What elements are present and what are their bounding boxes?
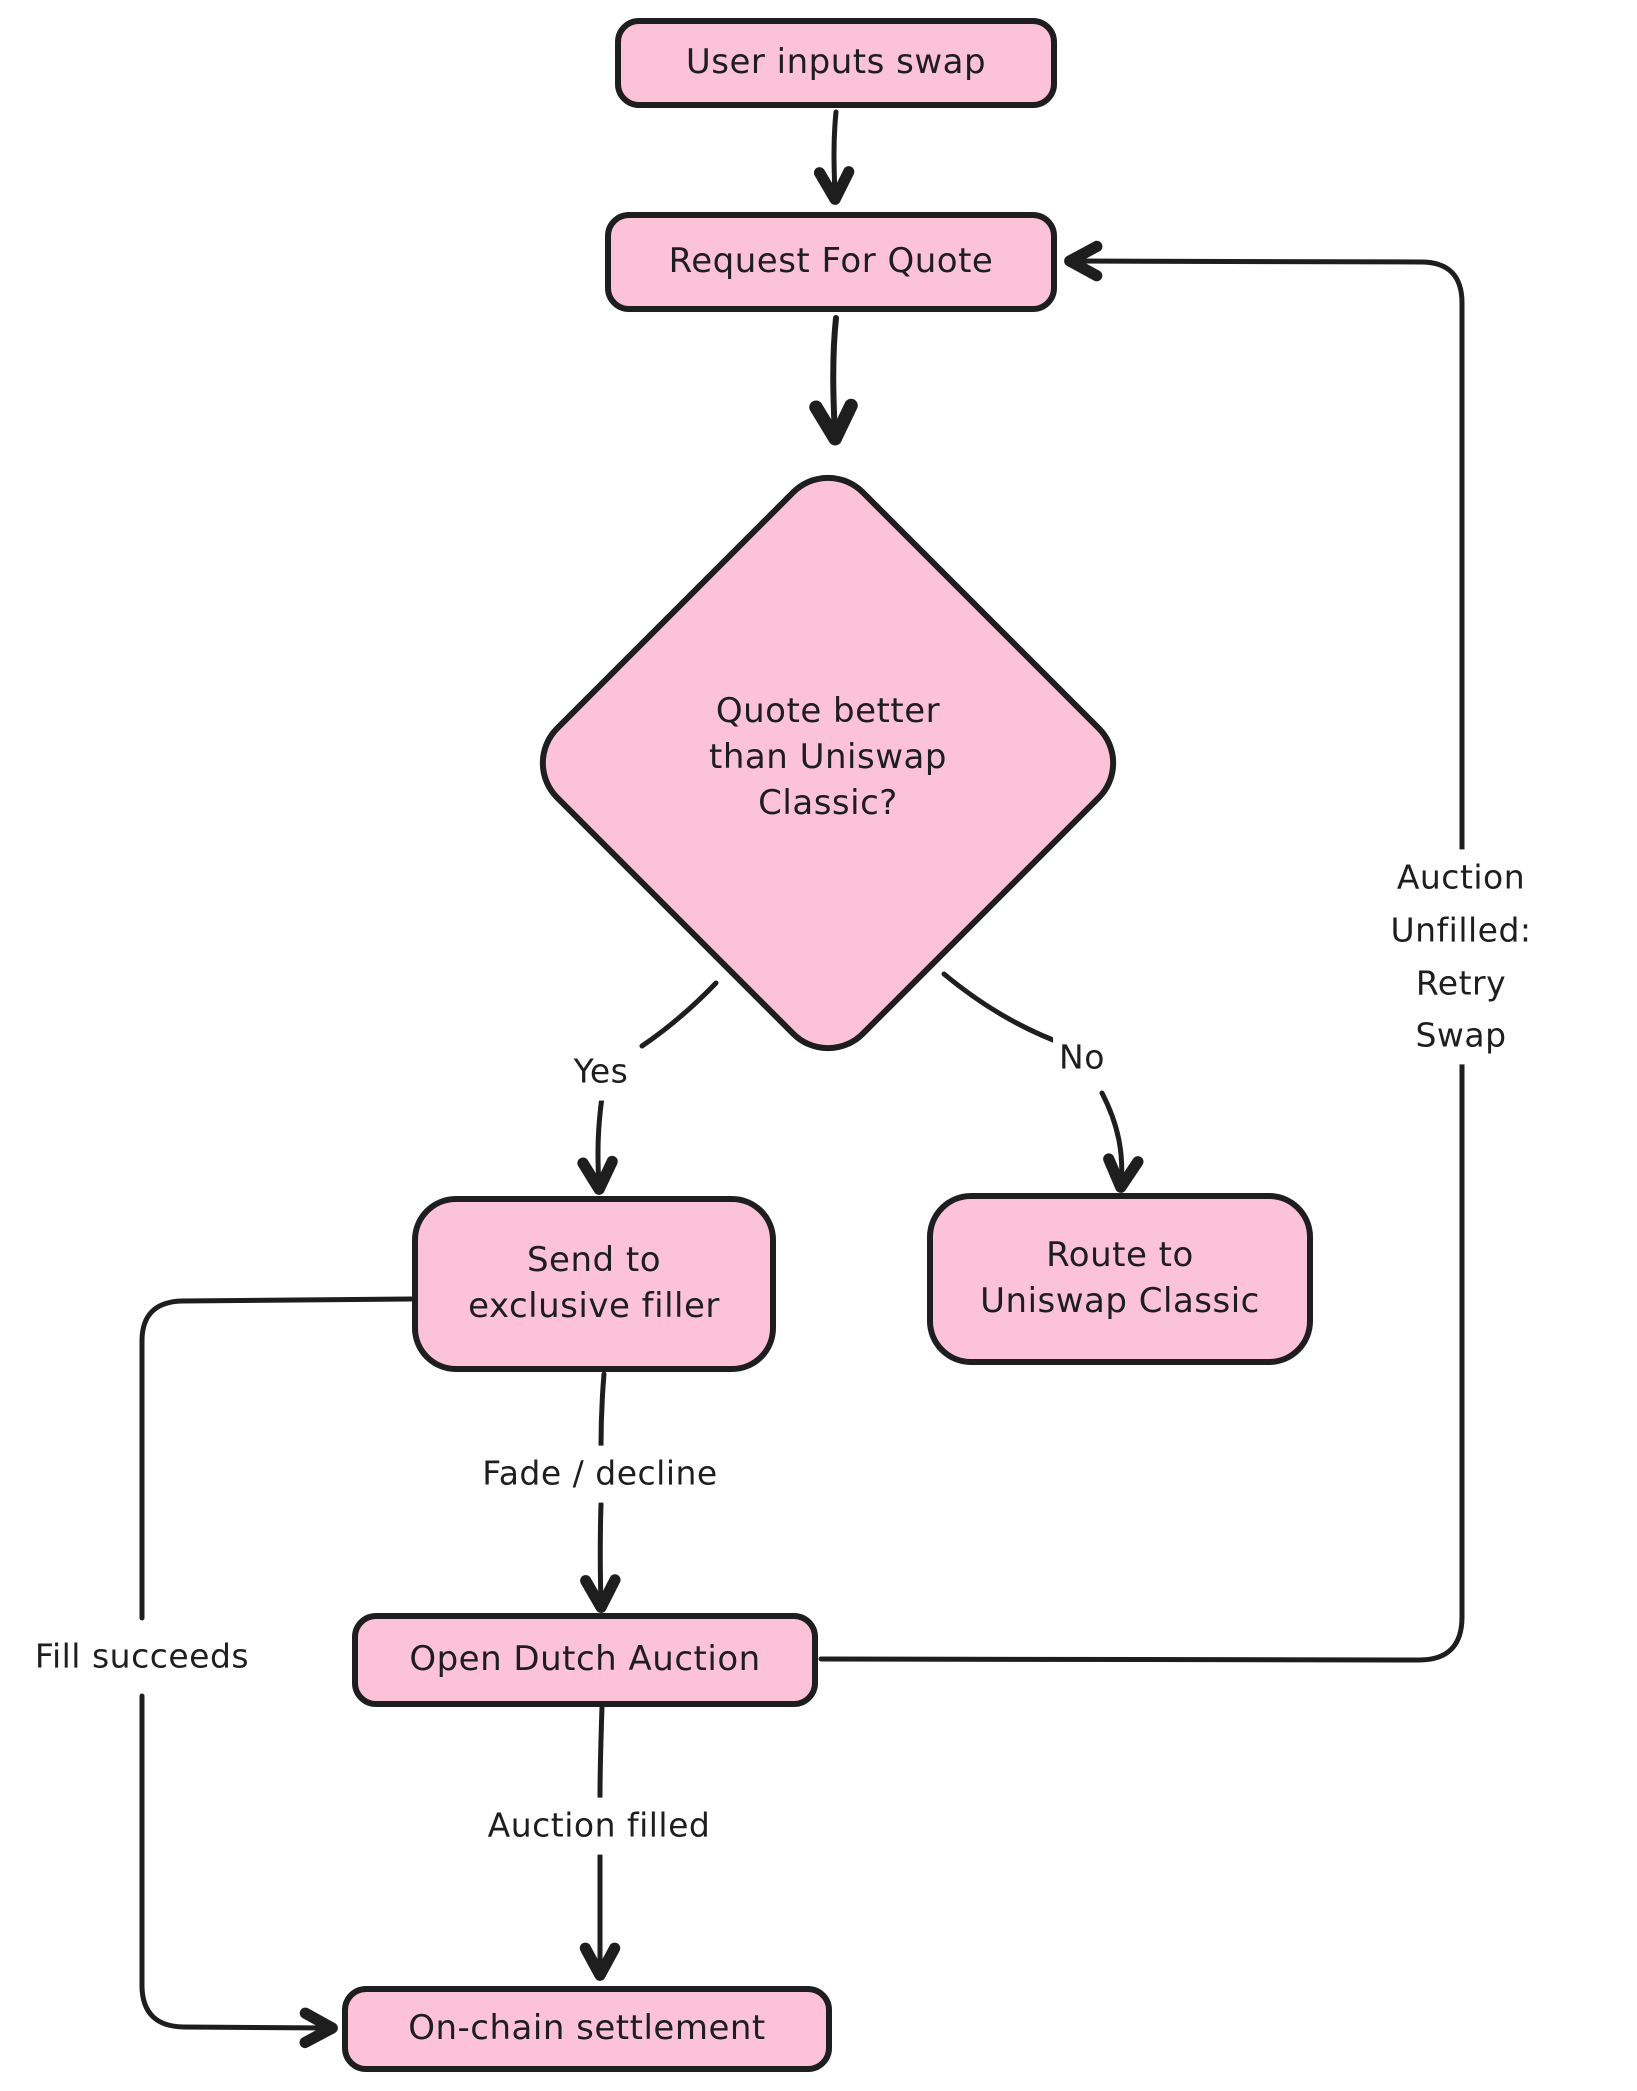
edge-label-auction-filled: Auction filled [481, 1797, 717, 1855]
node-on-chain-settlement-label: On-chain settlement [408, 2008, 766, 2049]
node-route-uniswap-classic-label: Route to Uniswap Classic [980, 1235, 1260, 1321]
edge-decision-no-upper [941, 971, 1072, 1049]
decision-diamond-label: Quote better than Uniswap Classic? [709, 691, 947, 823]
edge-fill-succeeds-lower [139, 1693, 338, 2049]
edge-filler-to-auction-upper [598, 1371, 607, 1449]
node-on-chain-settlement: On-chain settlement [342, 1986, 832, 2072]
edge-decision-yes-lower [577, 1094, 618, 1195]
node-user-inputs-swap: User inputs swap [615, 18, 1057, 108]
edge-label-yes: Yes [567, 1043, 635, 1101]
node-request-for-quote: Request For Quote [605, 212, 1057, 312]
edge-label-auction-unfilled-retry: Auction Unfilled: Retry Swap [1373, 849, 1549, 1065]
edge-decision-no-lower [1099, 1090, 1144, 1193]
node-send-exclusive-filler-label: Send to exclusive filler [468, 1240, 720, 1326]
node-open-dutch-auction-label: Open Dutch Auction [409, 1639, 761, 1680]
node-send-exclusive-filler: Send to exclusive filler [412, 1196, 776, 1372]
edge-label-fill-succeeds: Fill succeeds [28, 1628, 256, 1686]
edge-fill-succeeds-upper [139, 1296, 414, 1621]
node-user-inputs-swap-label: User inputs swap [685, 42, 987, 83]
node-route-uniswap-classic: Route to Uniswap Classic [927, 1193, 1313, 1365]
edge-retry-loop-upper [1064, 240, 1465, 905]
edge-user-to-rfq [813, 109, 855, 205]
node-request-for-quote-label: Request For Quote [668, 241, 994, 282]
decision-diamond-label-wrap: Quote better than Uniswap Classic? [648, 668, 1008, 848]
node-open-dutch-auction: Open Dutch Auction [352, 1613, 818, 1707]
edge-label-no: No [1053, 1029, 1111, 1087]
edge-auction-to-settlement-upper [597, 1704, 605, 1800]
edge-decision-yes-upper [639, 980, 719, 1049]
edge-rfq-to-decision [809, 315, 858, 446]
edge-filler-to-auction-lower [580, 1501, 621, 1613]
edge-label-fade-decline: Fade / decline [476, 1445, 724, 1503]
